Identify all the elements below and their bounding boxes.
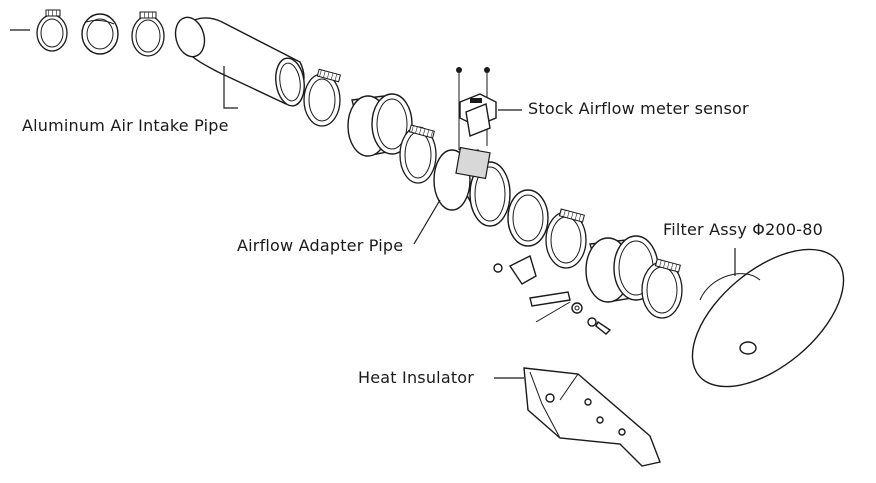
mounting-bracket (493, 255, 571, 323)
label-heat-insulator: Heat Insulator (358, 368, 475, 387)
hose-clamp-3 (303, 68, 342, 127)
hose-clamp-1 (36, 9, 68, 52)
silicone-coupler-2 (347, 93, 413, 157)
silicone-coupler-1 (81, 13, 119, 55)
label-filter: Filter Assy Φ200-80 (663, 220, 823, 239)
heat-insulator-part (523, 367, 661, 467)
leader-intake-pipe (223, 66, 238, 109)
aluminum-intake-pipe (174, 16, 305, 107)
air-filter (691, 248, 845, 388)
hose-clamp-4 (399, 124, 437, 184)
label-airflow-sensor: Stock Airflow meter sensor (528, 99, 749, 118)
airflow-adapter-pipe (433, 146, 511, 227)
coupler-ring (507, 189, 549, 247)
washers-bolts (571, 302, 612, 335)
hose-clamp-5 (545, 208, 587, 269)
hose-clamp-6 (641, 258, 683, 319)
hose-clamp-2 (131, 11, 165, 57)
label-intake-pipe: Aluminum Air Intake Pipe (22, 116, 229, 135)
airflow-meter-sensor (459, 93, 497, 137)
label-adapter-pipe: Airflow Adapter Pipe (237, 236, 404, 255)
leader-adapter-pipe (413, 199, 441, 245)
